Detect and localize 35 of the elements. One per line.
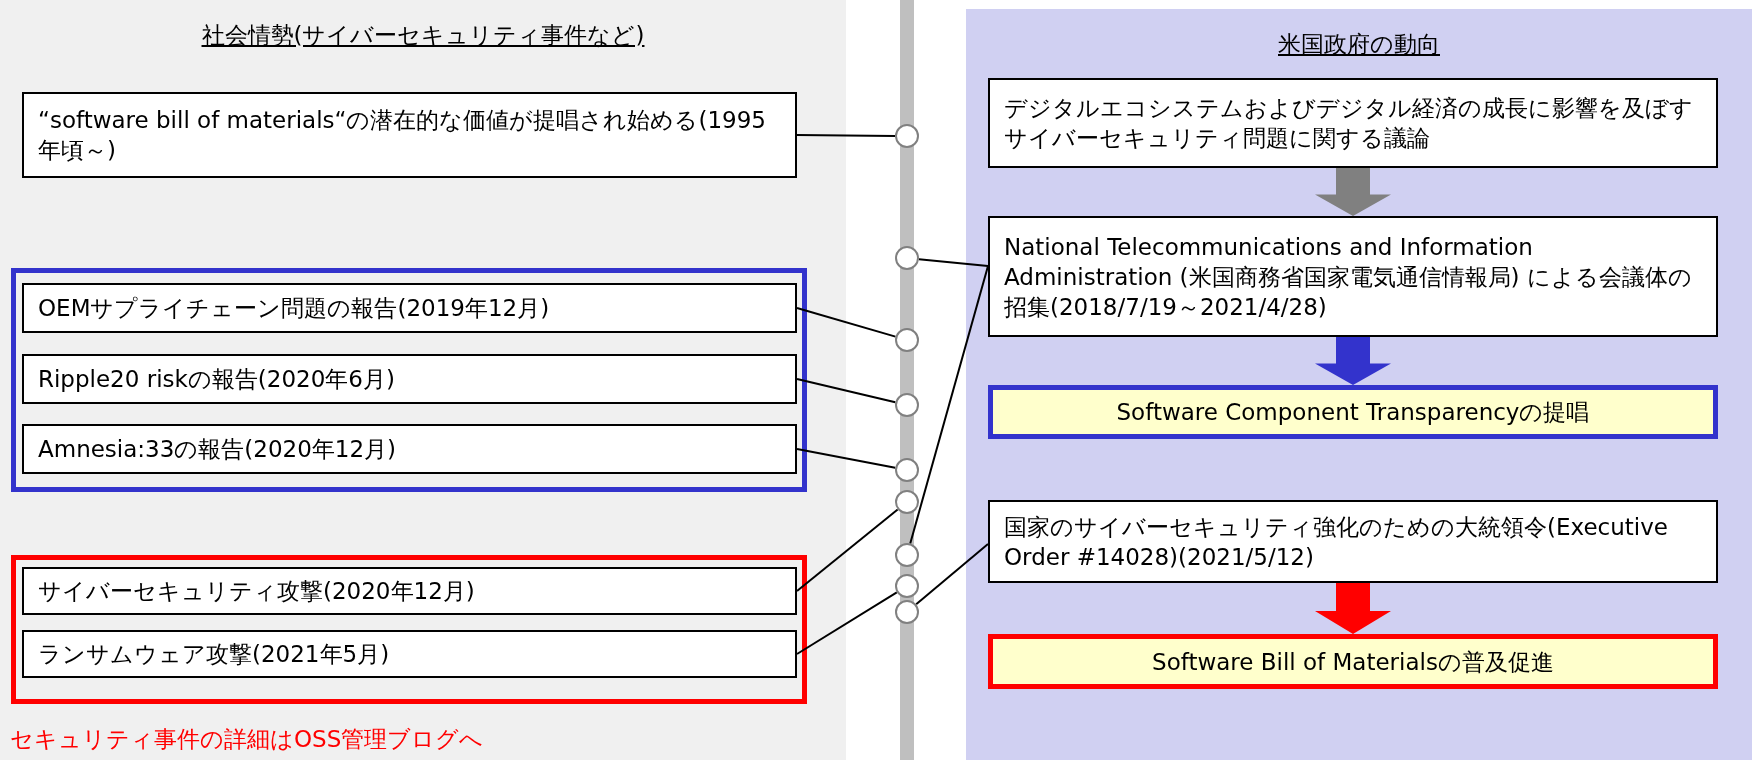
- group-frame: [11, 555, 807, 704]
- event-box: ランサムウェア攻撃(2021年5月): [22, 630, 797, 678]
- connector-line: [796, 134, 896, 137]
- event-box: Amnesia:33の報告(2020年12月): [22, 424, 797, 474]
- event-box: “software bill of materials“の潜在的な価値が提唱され始める(1995年頃～): [22, 92, 797, 178]
- event-box: National Telecommunications and Information Administration (米国商務省国家電気通信情報局) による会議体の招集(2018/7/19～2021/4/28): [988, 216, 1718, 337]
- connector-line: [796, 591, 898, 655]
- timeline-dot: [895, 328, 919, 352]
- connector-line: [796, 508, 899, 592]
- event-box: 国家のサイバーセキュリティ強化のための大統領令(Executive Order #14028)(2021/5/12): [988, 500, 1718, 583]
- event-box: Ripple20 riskの報告(2020年6月): [22, 354, 797, 404]
- event-box: デジタルエコシステムおよびデジタル経済の成長に影響を及ぼすサイバーセキュリティ問題に関する議論: [988, 78, 1718, 168]
- timeline-dot: [895, 393, 919, 417]
- connector-line: [796, 307, 897, 338]
- block-arrow: [1315, 168, 1391, 216]
- connector-line: [917, 258, 989, 267]
- event-box: サイバーセキュリティ攻撃(2020年12月): [22, 567, 797, 615]
- timeline-dot: [895, 458, 919, 482]
- column-heading: 社会情勢(サイバーセキュリティ事件など): [200, 21, 646, 50]
- highlight-box: Software Component Transparencyの提唱: [988, 385, 1718, 439]
- timeline-dot: [895, 543, 919, 567]
- column-heading: 米国政府の動向: [1277, 30, 1441, 59]
- block-arrow: [1315, 583, 1391, 634]
- note-text: セキュリティ事件の詳細はOSS管理ブログへ: [10, 725, 484, 754]
- timeline-dot: [895, 246, 919, 270]
- timeline-dot: [895, 490, 919, 514]
- timeline-dot: [895, 124, 919, 148]
- connector-line: [909, 265, 989, 545]
- timeline-dot: [895, 574, 919, 598]
- group-frame: [11, 268, 807, 492]
- timeline-dot: [895, 600, 919, 624]
- connector-line: [915, 543, 989, 606]
- event-box: OEMサプライチェーン問題の報告(2019年12月): [22, 283, 797, 333]
- block-arrow: [1315, 337, 1391, 385]
- highlight-box: Software Bill of Materialsの普及促進: [988, 634, 1718, 689]
